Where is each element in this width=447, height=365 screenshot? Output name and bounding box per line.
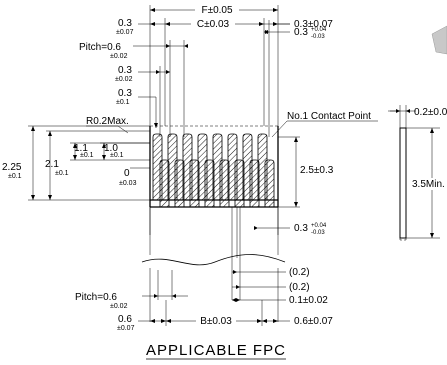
dim-06-right-label: 0.6±0.07	[294, 316, 333, 327]
r02-label: R0.2Max.	[86, 116, 129, 127]
dim-03rl-tol-minus: -0.03	[311, 230, 325, 236]
title-block: APPLICABLE FPC	[146, 342, 286, 360]
dimension-225: 2.25 ±0.1	[2, 125, 150, 201]
dim-pitch-top-tol: ±0.02	[110, 53, 128, 60]
dim-pitch-bottom-tol: ±0.02	[110, 303, 128, 310]
dim-0-label: 0	[124, 168, 130, 179]
dimension-b: B±0.03	[138, 300, 290, 327]
contact-finger-lower	[234, 159, 245, 208]
dim-225-tol: ±0.1	[8, 173, 22, 180]
dimension-02-b: (0.2)	[232, 282, 310, 293]
dimension-pitch-bottom: Pitch=0.6 ±0.02	[75, 270, 188, 310]
dim-b-label: B±0.03	[200, 316, 232, 327]
dim-225-label: 2.25	[2, 162, 22, 173]
dim-top-left-label: 0.3	[118, 18, 132, 29]
dimension-03-right-upper: 0.3 +0.04 -0.03	[264, 20, 327, 137]
dim-top-right-label: 0.3±0.07	[294, 19, 333, 30]
contact-finger-lower	[219, 159, 230, 208]
dim-03rl-tol-plus: +0.04	[311, 223, 327, 229]
no1-label: No.1 Contact Point	[287, 111, 371, 122]
dimension-top-right: 0.3±0.07	[264, 19, 333, 30]
dimension-21: 2.1 ±0.1	[45, 130, 150, 200]
dim-03ru-tol-minus: -0.03	[311, 34, 325, 40]
dim-06-left-label: 0.6	[118, 314, 132, 325]
no1-contact-callout: No.1 Contact Point	[271, 111, 378, 138]
contact-finger-lower	[249, 159, 260, 208]
contact-finger-lower	[264, 159, 275, 208]
dimension-06-left: 0.6 ±0.07	[117, 314, 135, 332]
dim-03ru-tol-plus: +0.04	[311, 27, 327, 33]
dim-10-tol: ±0.1	[110, 152, 124, 159]
dim-10-label: 1.0	[104, 143, 118, 154]
contact-finger-lower	[204, 159, 215, 208]
dimension-03-a: 0.3 ±0.02	[115, 65, 170, 137]
contact-finger-lower	[174, 159, 185, 208]
dim-f-label: F±0.05	[201, 5, 232, 16]
dimension-02-a: (0.2)	[232, 267, 310, 278]
dimension-pitch-top: Pitch=0.6 ±0.02	[79, 40, 188, 137]
dim-03b-tol: ±0.1	[116, 99, 130, 106]
contact-fingers	[152, 133, 275, 208]
dim-03rl-label: 0.3	[294, 223, 308, 234]
dim-06-left-tol: ±0.07	[117, 325, 135, 332]
title: APPLICABLE FPC	[146, 342, 286, 359]
dim-21-tol: ±0.1	[55, 170, 69, 177]
dim-03b-label: 0.3	[118, 88, 132, 99]
partial-connector-ghost	[431, 25, 447, 55]
dim-11-tol: ±0.1	[80, 152, 94, 159]
dim-02a-label: (0.2)	[289, 267, 310, 278]
dimension-06-right: 0.6±0.07	[294, 316, 333, 327]
dimension-03-right-lower: 0.3 +0.04 -0.03	[254, 223, 327, 236]
dimension-25: 2.5±0.3	[278, 136, 334, 208]
dim-03a-tol: ±0.02	[115, 76, 133, 83]
dim-0-tol: ±0.03	[119, 180, 137, 187]
dim-c-label: C±0.03	[197, 19, 230, 30]
side-len-label: 3.5Min.	[412, 179, 445, 190]
dim-21-label: 2.1	[45, 159, 59, 170]
dim-01-label: 0.1±0.02	[289, 295, 328, 306]
dim-02b-label: (0.2)	[289, 282, 310, 293]
dim-03ru-label: 0.3	[294, 27, 308, 38]
trace-lines	[231, 207, 241, 258]
dimension-f: F±0.05	[149, 4, 279, 126]
dimension-01: 0.1±0.02	[231, 258, 328, 306]
contact-finger-lower	[189, 159, 200, 208]
dimension-0: 0 ±0.03	[70, 159, 150, 187]
dimension-top-left: 0.3 ±0.07	[116, 18, 165, 36]
dim-03a-label: 0.3	[118, 65, 132, 76]
radius-callout: R0.2Max.	[86, 116, 129, 134]
side-view: 0.2±0.03 3.5Min.	[388, 105, 447, 241]
dim-25-label: 2.5±0.3	[300, 165, 334, 176]
break-line	[141, 235, 286, 322]
dim-pitch-top-label: Pitch=0.6	[79, 42, 121, 53]
dim-top-left-tol: ±0.07	[116, 29, 134, 36]
dimension-03-b: 0.3 ±0.1	[116, 88, 158, 128]
dim-11-label: 1.1	[74, 143, 88, 154]
side-thk-label: 0.2±0.03	[414, 107, 447, 118]
dimension-10: 1.0 ±0.1	[100, 142, 150, 160]
dim-pitch-bottom-label: Pitch=0.6	[75, 292, 117, 303]
dimension-c: C±0.03	[164, 18, 265, 126]
contact-finger-lower	[159, 159, 170, 208]
